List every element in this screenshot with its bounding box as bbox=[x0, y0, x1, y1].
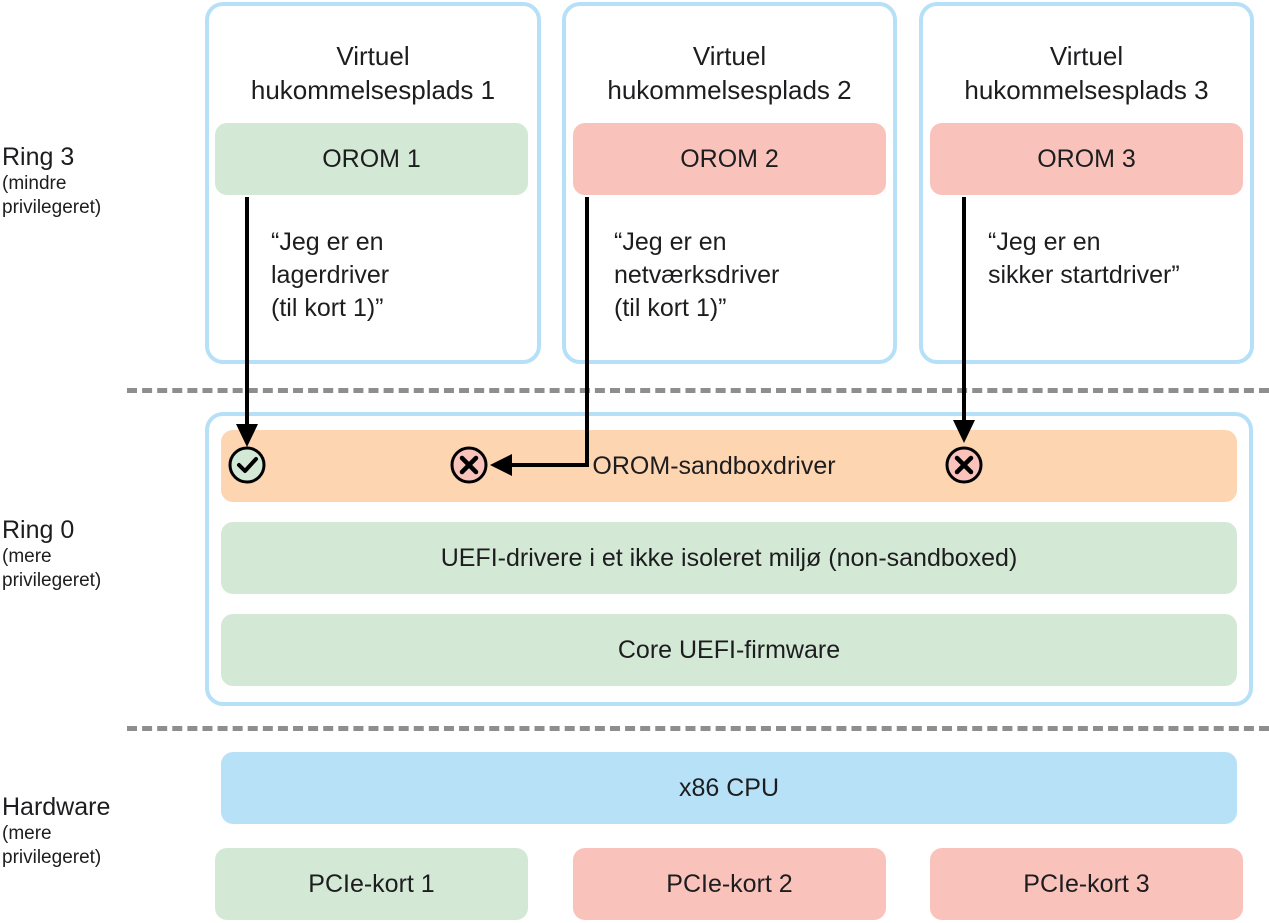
memory-space-2-title-line2: hukommelsesplads 2 bbox=[607, 75, 852, 105]
x86-cpu: x86 CPU bbox=[221, 752, 1237, 824]
ring3-title: Ring 3 bbox=[2, 143, 75, 171]
ring0-subtitle-1: (mere bbox=[2, 546, 52, 567]
memory-space-2-title: Virtuel hukommelsesplads 2 bbox=[566, 39, 893, 107]
memory-space-3-title-line1: Virtuel bbox=[1049, 41, 1124, 71]
memory-space-3-title-line2: hukommelsesplads 3 bbox=[964, 75, 1209, 105]
memory-space-1-title-line2: hukommelsesplads 1 bbox=[250, 75, 496, 105]
memory-space-3-title: Virtuel hukommelsesplads 3 bbox=[923, 39, 1250, 107]
ring0-label: Ring 0 (mere privilegeret) bbox=[2, 518, 101, 593]
uefi-drivers-non-sandboxed: UEFI-drivere i et ikke isoleret miljø (n… bbox=[221, 522, 1237, 594]
orom-2-claim: “Jeg er en netværksdriver (til kort 1)” bbox=[614, 228, 780, 322]
core-uefi-firmware: Core UEFI-firmware bbox=[221, 614, 1237, 686]
orom-sandbox-driver: OROM-sandboxdriver bbox=[221, 430, 1237, 502]
pcie-card-2: PCIe-kort 2 bbox=[573, 848, 886, 920]
hardware-label: Hardware (mere privilegeret) bbox=[2, 795, 110, 870]
pcie-card-1: PCIe-kort 1 bbox=[215, 848, 528, 920]
ring3-subtitle-2: privilegeret) bbox=[2, 197, 102, 218]
memory-space-1-title-line1: Virtuel bbox=[336, 41, 410, 71]
orom-3: OROM 3 bbox=[930, 123, 1243, 195]
orom-3-claim: “Jeg er en sikker startdriver” bbox=[988, 228, 1180, 289]
ring0-title: Ring 0 bbox=[2, 516, 75, 544]
ring3-subtitle-1: (mindre bbox=[2, 173, 67, 194]
ring0-container bbox=[205, 412, 1253, 706]
hardware-subtitle-2: privilegeret) bbox=[2, 847, 102, 868]
hardware-title: Hardware bbox=[2, 793, 111, 821]
ring3-label: Ring 3 (mindre privilegeret) bbox=[2, 145, 101, 220]
ring3-ring0-divider bbox=[127, 388, 1269, 393]
orom-1-claim: “Jeg er en lagerdriver (til kort 1)” bbox=[271, 228, 390, 322]
ring0-subtitle-2: privilegeret) bbox=[2, 570, 102, 591]
hardware-subtitle-1: (mere bbox=[2, 823, 52, 844]
memory-space-1-title: Virtuel hukommelsesplads 1 bbox=[209, 39, 537, 107]
ring0-hardware-divider bbox=[127, 726, 1269, 731]
memory-space-2-title-line1: Virtuel bbox=[692, 41, 767, 71]
pcie-card-3: PCIe-kort 3 bbox=[930, 848, 1243, 920]
orom-1: OROM 1 bbox=[215, 123, 528, 195]
orom-2: OROM 2 bbox=[573, 123, 886, 195]
orom-sandbox-driver-label: OROM-sandboxdriver bbox=[592, 451, 836, 480]
